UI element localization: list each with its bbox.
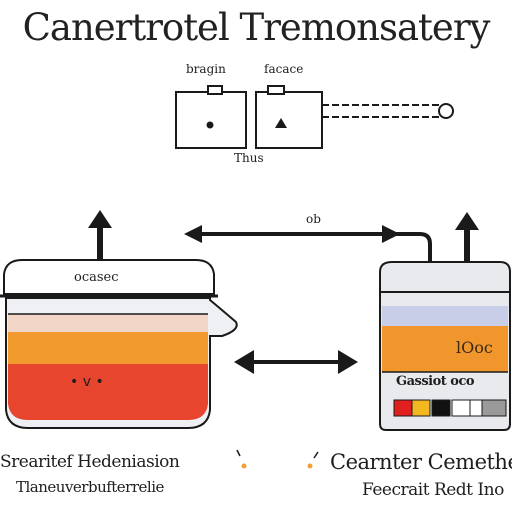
top-right-box-tab <box>267 85 285 95</box>
left-vessel-lid <box>3 259 215 295</box>
accent-tick-left <box>236 449 241 457</box>
left-vessel-layer-red <box>8 364 208 420</box>
top-right-box-triangle <box>275 118 287 128</box>
accent-dot-right <box>307 463 313 469</box>
bottom-right-title: Cearnter Cemethe <box>330 450 512 474</box>
up-arrow-right-head <box>455 212 479 230</box>
accent-tick-right <box>313 451 319 459</box>
top-double-arrow <box>194 232 432 262</box>
swatch-white-2 <box>469 399 483 417</box>
box-under-label: Thus <box>234 151 264 165</box>
top-left-box-dot <box>206 121 214 129</box>
swatch-yellow <box>411 399 431 417</box>
bottom-left-title: Srearitef Hedeniasion <box>0 452 180 472</box>
page-title: Canertrotel Tremonsatery <box>22 6 491 49</box>
top-right-box <box>255 91 323 149</box>
box-right-label: facace <box>264 62 304 76</box>
top-left-box-tab <box>207 85 223 95</box>
bottom-right-subtitle: Feecrait Redt Ino <box>362 480 504 500</box>
swatch-red <box>393 399 413 417</box>
right-meter-readout: Gassiot oco <box>396 374 475 389</box>
middle-double-arrow-left-head <box>234 350 254 374</box>
up-arrow-left-head <box>88 210 112 228</box>
middle-double-arrow-right-head <box>338 350 358 374</box>
swatch-gray <box>481 399 507 417</box>
accent-dot-left <box>241 463 247 469</box>
left-vessel-layer-orange <box>8 332 208 364</box>
connector-ring <box>438 103 454 119</box>
top-double-arrow-right-head <box>382 225 400 243</box>
right-meter-label: lOoc <box>456 338 493 357</box>
right-meter-blue-band <box>382 306 508 326</box>
left-vessel-label: ocasec <box>74 270 119 285</box>
left-vessel-layer-top <box>8 314 208 332</box>
box-left-label: bragin <box>186 62 226 76</box>
swatch-white <box>451 399 471 417</box>
right-meter-orange-band <box>382 326 508 372</box>
arrow-top-label: ob <box>306 212 321 226</box>
top-double-arrow-left-head <box>184 225 202 243</box>
bottom-left-subtitle: Tlaneuverbufterrelie <box>16 478 164 496</box>
swatch-black <box>431 399 451 417</box>
top-left-box <box>175 91 247 149</box>
left-vessel-face: • v • <box>70 374 104 390</box>
right-meter-swatches <box>393 399 507 417</box>
